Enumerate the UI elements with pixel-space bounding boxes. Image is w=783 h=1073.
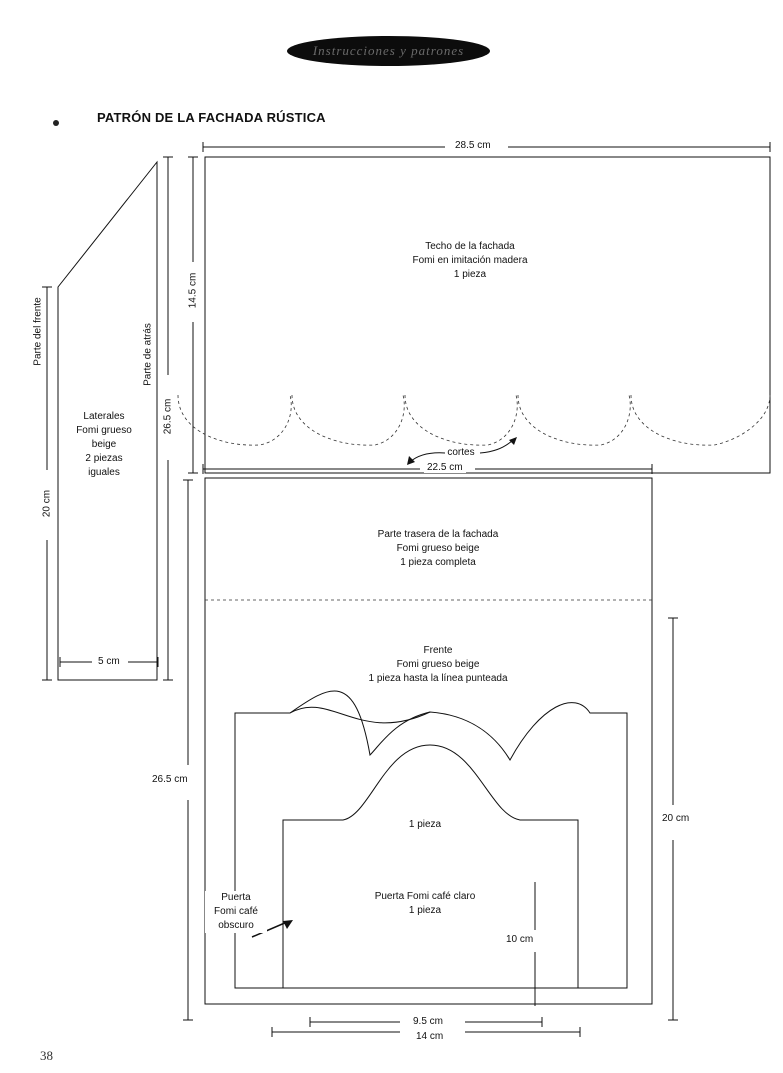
door-arch-outer	[235, 712, 627, 745]
roof-scallop-cut	[630, 394, 771, 446]
lateral-label: Laterales Fomi grueso beige 2 piezas igu…	[68, 410, 140, 480]
dim-label-front-piece-height: 20 cm	[659, 813, 693, 824]
door-dark-label-line: Fomi café	[214, 906, 258, 917]
door-dark-label-line: Puerta	[221, 892, 251, 903]
front-piece-label-line: Frente	[423, 645, 453, 656]
roof-label-line: 1 pieza	[453, 269, 487, 280]
dim-label-back-height: 26.5 cm	[162, 398, 174, 435]
lateral-label-line: beige	[91, 439, 117, 450]
door-inner-label-line: Puerta Fomi café claro	[374, 891, 476, 902]
back-piece-label: Parte trasera de la fachada Fomi grueso …	[338, 528, 538, 570]
page-title: PATRÓN DE LA FACHADA RÚSTICA	[97, 110, 326, 125]
door-frame-shape	[235, 711, 627, 988]
door-frame-outline	[234, 690, 628, 989]
roof-scallop-cut	[517, 394, 631, 446]
dim-label-front-height: 20 cm	[41, 489, 53, 518]
arrow-cortes-left	[409, 452, 446, 463]
dim-label-back-width: 22.5 cm	[424, 462, 466, 473]
back-piece-outline	[204, 477, 653, 1005]
arrowhead-icon	[509, 437, 517, 445]
bullet-icon	[53, 120, 59, 126]
roof-scallop-cut	[404, 394, 518, 446]
back-piece-label-line: Parte trasera de la fachada	[377, 529, 499, 540]
page-number: 38	[40, 1048, 53, 1063]
roof-piece-outline	[204, 156, 771, 474]
lateral-piece-outline	[57, 160, 158, 681]
section-banner: Instrucciones y patrones	[287, 36, 490, 66]
dim-label-back-piece-height: 26.5 cm	[149, 774, 191, 785]
dim-label-frame-width: 14 cm	[413, 1031, 447, 1042]
door-inner-label: Puerta Fomi café claro 1 pieza	[355, 890, 495, 918]
door-inner-label-line: 1 pieza	[408, 905, 442, 916]
door-dark-label-line: obscuro	[218, 920, 254, 931]
arrow-cortes-right	[479, 439, 514, 454]
door-frame-arch	[289, 706, 431, 724]
dim-label-roof-width: 28.5 cm	[452, 140, 494, 151]
roof-label-line: Fomi en imitación madera	[412, 255, 528, 266]
front-piece-label-line: 1 pieza hasta la línea punteada	[368, 673, 508, 684]
lateral-label-line: Laterales	[83, 411, 125, 422]
arrowhead-icon	[407, 456, 415, 465]
arrow-puerta	[251, 921, 288, 938]
roof-label-line: Techo de la fachada	[425, 241, 515, 252]
lateral-label-line: iguales	[88, 467, 120, 478]
cuts-label: cortes	[447, 447, 475, 458]
dim-label-lateral-width: 5 cm	[95, 656, 123, 667]
dim-label-door-inner-width: 9.5 cm	[410, 1016, 447, 1027]
roof-scallop-cut	[291, 394, 405, 446]
lateral-label-line: 2 piezas	[85, 453, 123, 464]
door-frame-label: 1 pieza	[408, 819, 442, 830]
back-piece-label-line: 1 pieza completa	[400, 557, 476, 568]
roof-label: Techo de la fachada Fomi en imitación ma…	[380, 240, 560, 282]
front-piece-label: Frente Fomi grueso beige 1 pieza hasta l…	[338, 644, 538, 686]
door-dark-label: Puerta Fomi café obscuro	[205, 891, 267, 933]
front-side-label: Parte del frente	[32, 297, 44, 366]
lateral-label-line: Fomi grueso	[76, 425, 132, 436]
arrowhead-icon	[283, 920, 293, 929]
roof-scallop-cut	[177, 394, 292, 446]
back-piece-label-line: Fomi grueso beige	[396, 543, 480, 554]
front-piece-label-line: Fomi grueso beige	[396, 659, 480, 670]
dim-label-roof-height: 14.5 cm	[187, 272, 199, 309]
dim-label-door-height: 10 cm	[503, 934, 537, 945]
back-side-label: Parte de atrás	[142, 323, 154, 386]
door-inner-outline	[282, 744, 579, 988]
